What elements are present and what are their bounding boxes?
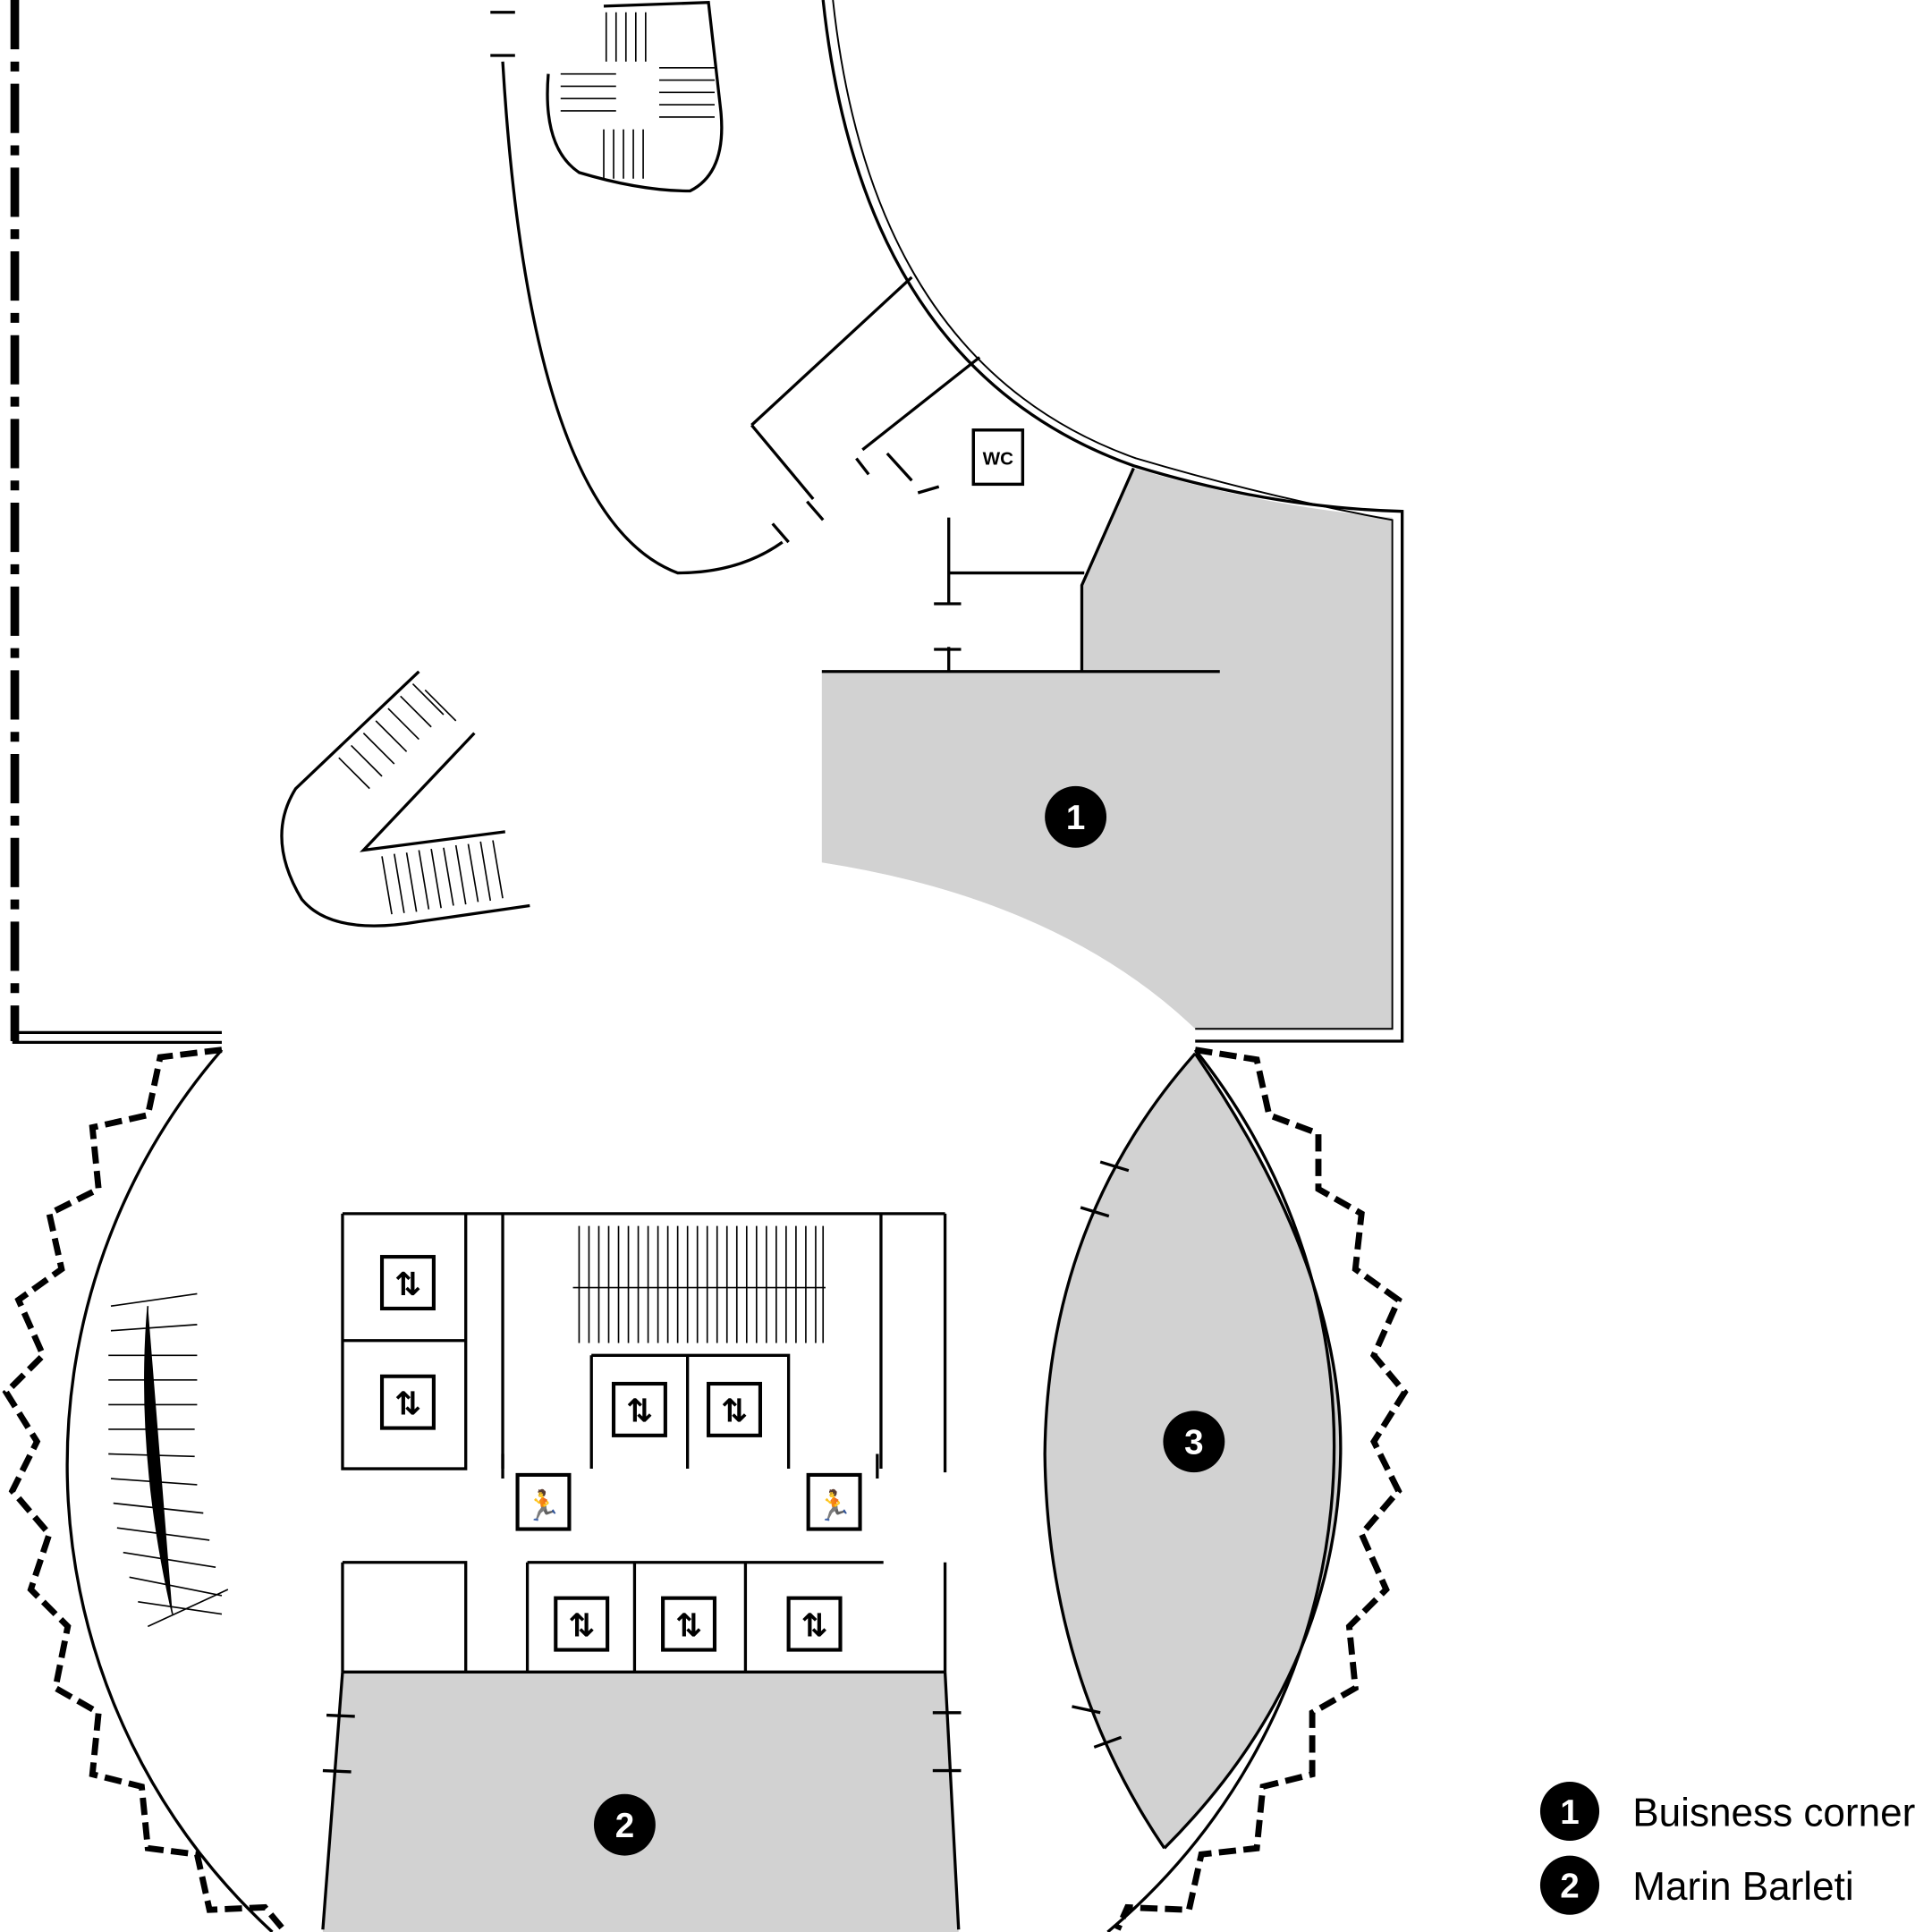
- legend-item: 1 Buisness corner: [1539, 1781, 1915, 1842]
- legend: 1 Buisness corner 2 Marin Barleti: [1539, 1781, 1915, 1915]
- svg-text:⇅: ⇅: [568, 1607, 595, 1644]
- elevator-icon: ⇅: [554, 1596, 610, 1652]
- svg-text:WC: WC: [983, 448, 1013, 469]
- svg-text:⇅: ⇅: [394, 1385, 421, 1422]
- zone-1-marker[interactable]: 1: [1045, 785, 1107, 848]
- svg-text:Marin Barleti: Marin Barleti: [1632, 1865, 1853, 1909]
- svg-text:⇅: ⇅: [721, 1394, 748, 1430]
- exterior-walls: [2, 0, 1409, 1932]
- svg-text:1: 1: [1066, 799, 1085, 837]
- svg-text:⇅: ⇅: [801, 1607, 828, 1644]
- svg-text:3: 3: [1184, 1424, 1203, 1462]
- zone-1-area[interactable]: [821, 468, 1393, 1030]
- interior-walls: [280, 1, 1343, 1930]
- svg-text:🏃: 🏃: [525, 1488, 562, 1522]
- elevator-icon: ⇅: [379, 1374, 436, 1430]
- elevator-icon: ⇅: [661, 1596, 717, 1652]
- emergency-exit-icons: 🏃 🏃: [515, 1472, 862, 1531]
- elevator-icon: ⇅: [379, 1255, 436, 1311]
- svg-text:2: 2: [1560, 1867, 1579, 1905]
- elevator-icon: ⇅: [611, 1381, 667, 1437]
- svg-text:1: 1: [1560, 1793, 1579, 1832]
- svg-text:Buisness corner: Buisness corner: [1632, 1792, 1915, 1835]
- svg-text:⇅: ⇅: [675, 1607, 702, 1644]
- doors: [322, 11, 1130, 1774]
- zone-3-marker[interactable]: 3: [1163, 1411, 1225, 1473]
- emergency-exit-icon: 🏃: [806, 1472, 862, 1531]
- elevator-icon: ⇅: [707, 1381, 763, 1437]
- wc-sign: WC: [971, 428, 1025, 487]
- elevator-icons: ⇅ ⇅ ⇅ ⇅ ⇅ ⇅ ⇅: [379, 1255, 843, 1652]
- emergency-exit-icon: 🏃: [515, 1472, 572, 1531]
- svg-text:⇅: ⇅: [394, 1267, 421, 1303]
- svg-text:2: 2: [615, 1807, 634, 1845]
- elevator-icon: ⇅: [786, 1596, 843, 1652]
- zone-2-marker[interactable]: 2: [593, 1793, 656, 1856]
- svg-text:🏃: 🏃: [816, 1488, 852, 1522]
- svg-text:⇅: ⇅: [626, 1394, 653, 1430]
- legend-item: 2 Marin Barleti: [1539, 1855, 1854, 1915]
- stairs: [108, 12, 826, 1628]
